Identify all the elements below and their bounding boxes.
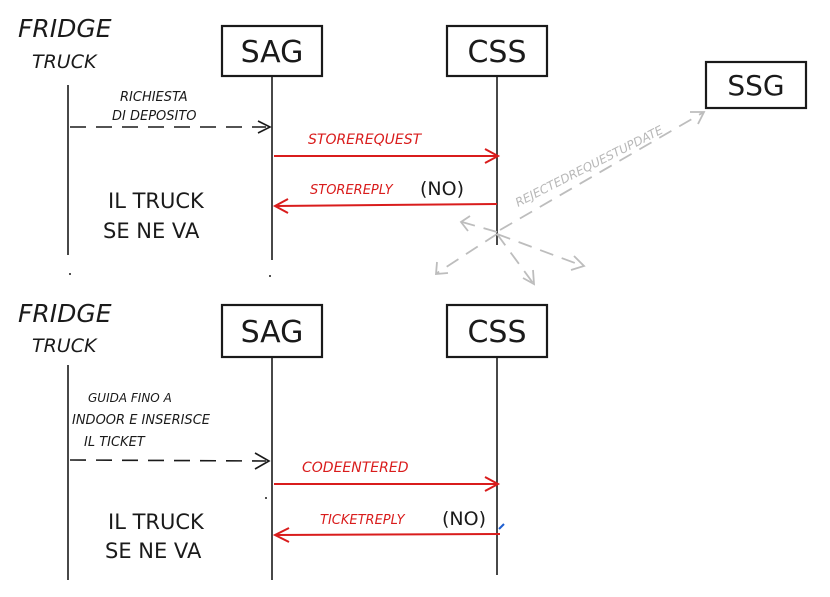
truck-leaves-note-top: IL TRUCK SE NE VA [103, 189, 205, 243]
fridge-truck-label-line1: FRIDGE [18, 14, 112, 43]
sag-label-bottom: SAG [241, 315, 304, 350]
css-label-top: CSS [467, 35, 526, 70]
stray-dot-3 [265, 497, 267, 499]
codeentered-arrow-head [484, 476, 501, 492]
sag-actor-bottom: SAG [220, 303, 324, 359]
storereply-arg: (NO) [420, 178, 464, 200]
rejectedrequestupdate-arrow-head [690, 111, 706, 125]
message-guida-indoor: GUIDA FINO A INDOOR E INSERISCE IL TICKE… [69, 391, 271, 470]
message-ticketreply: TICKETREPLY (NO) [272, 508, 505, 543]
broadcast-arrow-left [436, 233, 498, 274]
rejectedrequestupdate-arrow-line [499, 111, 705, 231]
ticketreply-arrow-head [272, 527, 290, 543]
broadcast-arrow-down [496, 233, 534, 284]
bottom-scenario: FRIDGE TRUCK SAG CSS GUIDA FINO A INDOOR… [18, 299, 549, 580]
broadcast-head-upleft [459, 215, 471, 232]
ssg-label: SSG [727, 69, 784, 102]
truck-leaves-line1-bottom: IL TRUCK [108, 510, 205, 534]
broadcast-fan [435, 215, 586, 286]
storereply-label: STOREREPLY [310, 183, 394, 198]
broadcast-head-left [435, 261, 449, 275]
ticketreply-label: TICKETREPLY [320, 513, 406, 528]
css-box-top [445, 24, 549, 78]
truck-leaves-note-bottom: IL TRUCK SE NE VA [105, 510, 205, 563]
storerequest-arrow-head [484, 148, 501, 164]
message-codeentered: CODEENTERED [274, 460, 501, 492]
sag-actor-top: SAG [220, 24, 324, 78]
broadcast-head-down [522, 269, 536, 286]
message-rejectedrequestupdate: REJECTEDREQUESTUPDATE [499, 111, 706, 231]
richiesta-arrow-head [257, 120, 272, 134]
ssg-box [704, 60, 808, 110]
blue-tick-mark [498, 523, 505, 530]
css-box-bottom [445, 303, 549, 359]
storereply-arrow-line [275, 203, 498, 207]
stray-dot-1 [69, 273, 71, 275]
truck-leaves-line2-top: SE NE VA [103, 219, 200, 243]
broadcast-arrow-upleft [461, 221, 498, 233]
storereply-arrow-head [272, 198, 289, 214]
fridge-truck-actor-top: FRIDGE TRUCK [18, 14, 112, 73]
richiesta-label-line1: RICHIESTA [120, 90, 188, 105]
stray-dot-2 [269, 275, 271, 277]
broadcast-arrow-right [496, 233, 584, 267]
guida-label-line2: INDOOR E INSERISCE [72, 413, 211, 428]
fridge-truck-actor-bottom: FRIDGE TRUCK [18, 299, 112, 357]
guida-arrow-line [69, 459, 267, 462]
ssg-actor: SSG [704, 60, 808, 110]
sag-box-bottom [220, 303, 324, 359]
css-actor-bottom: CSS [445, 303, 549, 359]
css-actor-top: CSS [445, 24, 549, 78]
fridge-truck-label-line2-bottom: TRUCK [32, 335, 98, 357]
message-storerequest: STOREREQUEST [274, 132, 501, 164]
ticketreply-arg: (NO) [442, 508, 486, 530]
rejectedrequestupdate-label: REJECTEDREQUESTUPDATE [513, 123, 666, 210]
guida-label-line3: IL TICKET [84, 435, 146, 450]
ticketreply-arrow-line [275, 533, 501, 536]
storerequest-label: STOREREQUEST [308, 132, 423, 148]
guida-label-line1: GUIDA FINO A [88, 391, 172, 405]
sag-label-top: SAG [241, 35, 304, 70]
fridge-truck-label-line2: TRUCK [32, 51, 98, 73]
message-richiesta-deposito: RICHIESTA DI DEPOSITO [70, 90, 272, 134]
top-scenario: FRIDGE TRUCK SAG CSS SSG RICHIESTA DI DE… [18, 14, 808, 286]
truck-leaves-line2-bottom: SE NE VA [105, 539, 202, 563]
codeentered-label: CODEENTERED [302, 460, 409, 476]
fridge-truck-label-line1-bottom: FRIDGE [18, 299, 112, 328]
broadcast-head-right [570, 255, 586, 271]
message-storereply: STOREREPLY (NO) [272, 178, 498, 214]
richiesta-label-line2: DI DEPOSITO [112, 109, 197, 124]
truck-leaves-line1-top: IL TRUCK [108, 189, 205, 213]
css-label-bottom: CSS [467, 315, 526, 350]
guida-arrow-head [254, 452, 271, 470]
